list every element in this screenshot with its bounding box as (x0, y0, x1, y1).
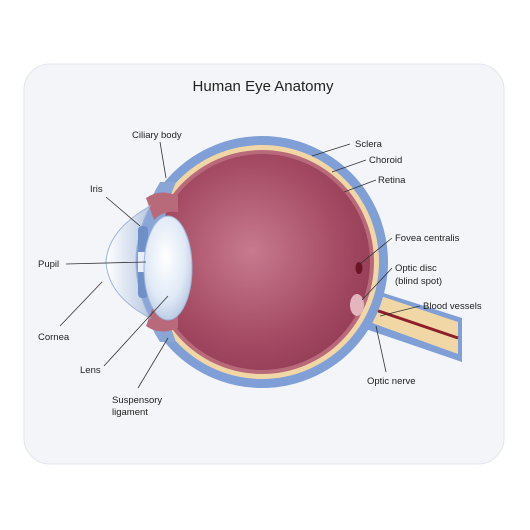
label-fovea: Fovea centralis (395, 233, 460, 244)
label-optic-disc-2: (blind spot) (395, 276, 442, 287)
diagram-title: Human Eye Anatomy (193, 78, 334, 95)
label-iris: Iris (90, 184, 103, 195)
leader-iris (105, 196, 141, 227)
optic-disc-shape (350, 294, 364, 316)
leader-lens (103, 295, 169, 367)
lens-shape (143, 215, 193, 321)
label-sclera: Sclera (355, 139, 383, 150)
leader-sclera (311, 143, 351, 157)
leader-optic-nerve (375, 325, 387, 373)
leader-cornea (59, 281, 103, 327)
label-pupil: Pupil (38, 259, 59, 270)
label-suspensory-2: ligament (112, 407, 148, 418)
label-optic-disc-1: Optic disc (395, 263, 437, 274)
leader-optic-disc (361, 267, 393, 301)
leader-fovea (359, 237, 393, 265)
vitreous-body (154, 154, 370, 370)
leader-blood-vessels (379, 305, 421, 317)
leader-suspensory (137, 337, 169, 389)
label-lens: Lens (80, 365, 101, 376)
label-suspensory-1: Suspensory (112, 395, 162, 406)
label-optic-nerve: Optic nerve (367, 376, 416, 387)
leader-retina (343, 179, 377, 193)
leader-pupil (65, 261, 147, 265)
leader-choroid (331, 159, 367, 173)
leader-ciliary (159, 141, 167, 179)
label-choroid: Choroid (369, 155, 402, 166)
ciliary-body-shape (146, 192, 178, 220)
fovea-shape (355, 262, 363, 274)
label-retina: Retina (378, 175, 406, 186)
label-ciliary-body: Ciliary body (132, 130, 182, 141)
label-blood-vessels: Blood vessels (423, 301, 482, 312)
label-cornea: Cornea (38, 332, 70, 343)
